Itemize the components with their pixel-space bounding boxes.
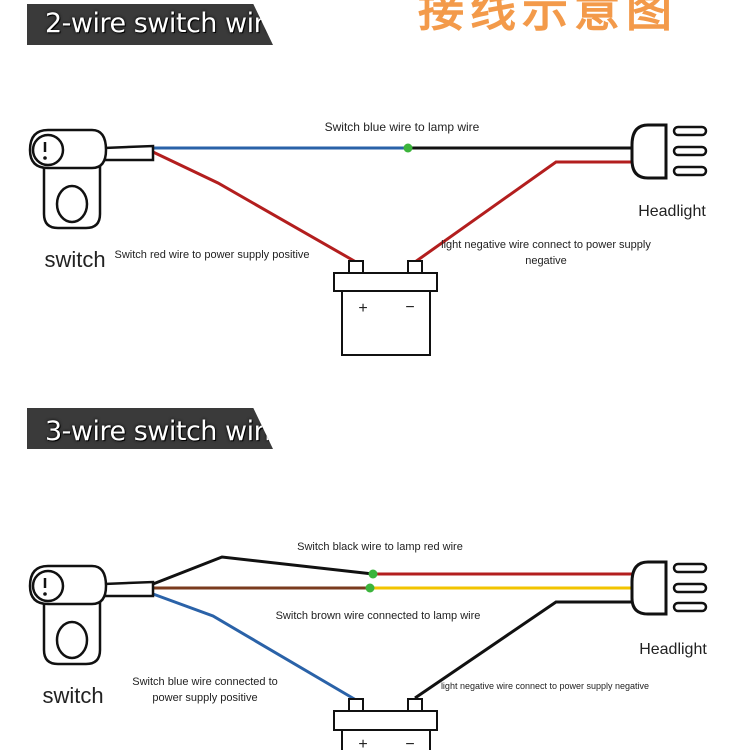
s2-battery-icon [333,698,438,750]
s2-label-black-wire: Switch black wire to lamp red wire [297,541,463,553]
s1-battery-icon [333,260,438,356]
s1-junction-dot [403,143,413,153]
s2-label-blue-line1: Switch blue wire connected to [132,676,278,688]
s1-label-red-wire: Switch red wire to power supply positive [114,249,309,261]
s1-headlight-icon [630,123,708,180]
s1-battery-minus: − [405,299,414,316]
section2-diagram: + − Switch black wire to lamp red wire S… [28,541,708,750]
s1-label-blue-wire: Switch blue wire to lamp wire [325,120,480,134]
section2-title-banner: 3-wire switch wiring [27,408,273,449]
s1-red-wire-negative [414,160,632,264]
s2-switch-icon [28,564,155,666]
section1-title: 2-wire switch wiring [45,8,305,39]
s2-headlight-label: Headlight [639,641,707,658]
s1-switch-icon [28,128,155,230]
s1-headlight-label: Headlight [638,203,706,220]
s1-red-wire-positive [152,150,357,264]
s2-black-wire [152,555,374,586]
s1-battery-plus: + [358,300,367,317]
s2-junction-dot-bottom [365,583,375,593]
s2-label-negative: light negative wire connect to power sup… [441,681,649,691]
s2-junction-dot-top [368,569,378,579]
section2-title: 3-wire switch wiring [45,416,305,447]
section1-diagram: + − Switch blue wire to lamp wire Switch… [28,120,708,356]
s1-label-negative-line2: negative [525,255,567,267]
s2-battery-minus: − [405,736,414,750]
header-overlay-text: 接线示意图 [418,0,678,37]
s2-headlight-icon [630,560,708,616]
s2-battery-plus: + [358,736,367,750]
s2-label-brown-wire: Switch brown wire connected to lamp wire [276,610,481,622]
s2-label-blue-line2: power supply positive [152,692,257,704]
s1-label-negative-line1: light negative wire connect to power sup… [441,239,651,251]
s2-blue-wire-positive [152,592,357,702]
section1-title-banner: 2-wire switch wiring [27,4,273,45]
s2-black-wire-negative [414,600,632,700]
s1-switch-label: switch [44,247,105,272]
s2-switch-label: switch [42,683,103,708]
